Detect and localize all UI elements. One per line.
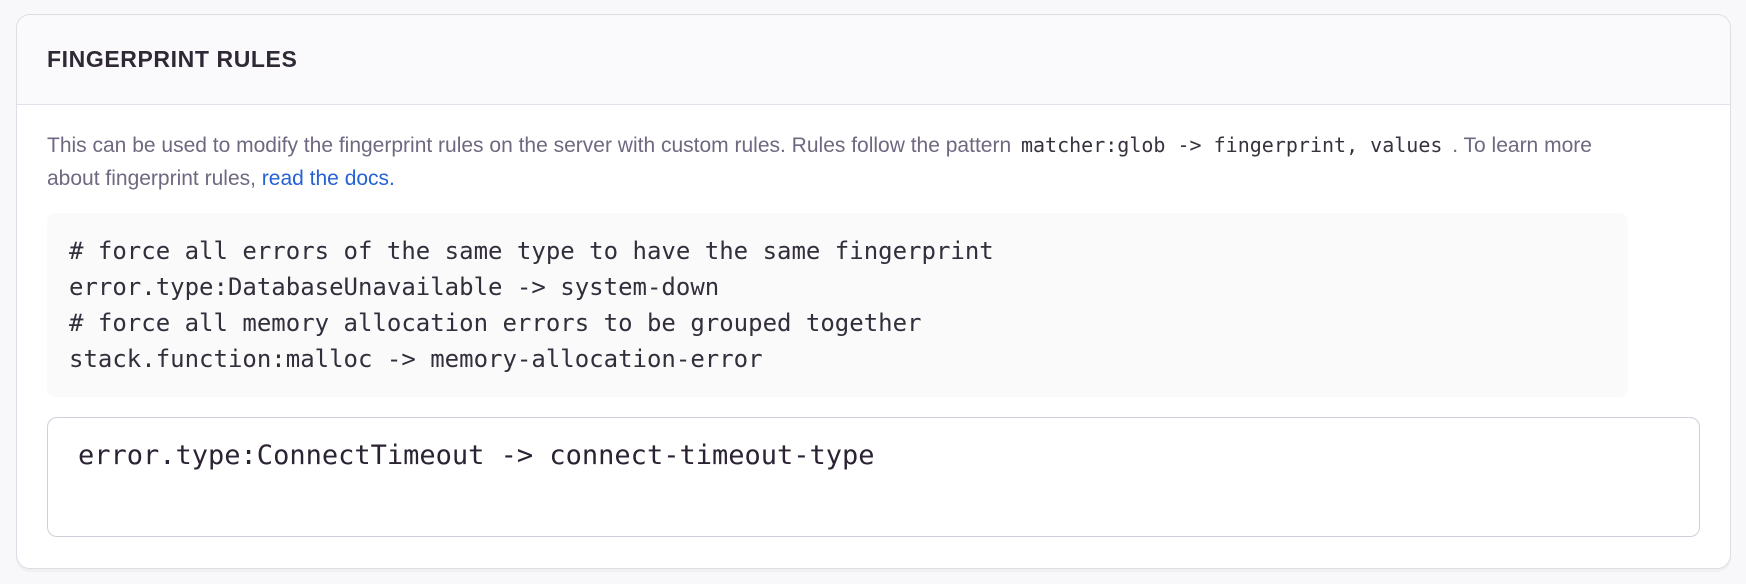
read-the-docs-link[interactable]: read the docs. [261,167,395,190]
fingerprint-rules-panel: FINGERPRINT RULES This can be used to mo… [16,14,1731,569]
description-text-after: . To learn more about fingerprint rules, [47,134,1592,190]
panel-header: FINGERPRINT RULES [17,15,1730,105]
fingerprint-rules-input[interactable]: error.type:ConnectTimeout -> connect-tim… [47,417,1700,537]
inline-code-pattern: matcher:glob -> fingerprint, values [1020,133,1443,157]
panel-title: FINGERPRINT RULES [47,46,298,72]
description-text-before: This can be used to modify the fingerpri… [47,134,1017,157]
panel-body: This can be used to modify the fingerpri… [17,105,1730,568]
field-description: This can be used to modify the fingerpri… [47,129,1607,195]
example-code-block: # force all errors of the same type to h… [47,213,1628,397]
